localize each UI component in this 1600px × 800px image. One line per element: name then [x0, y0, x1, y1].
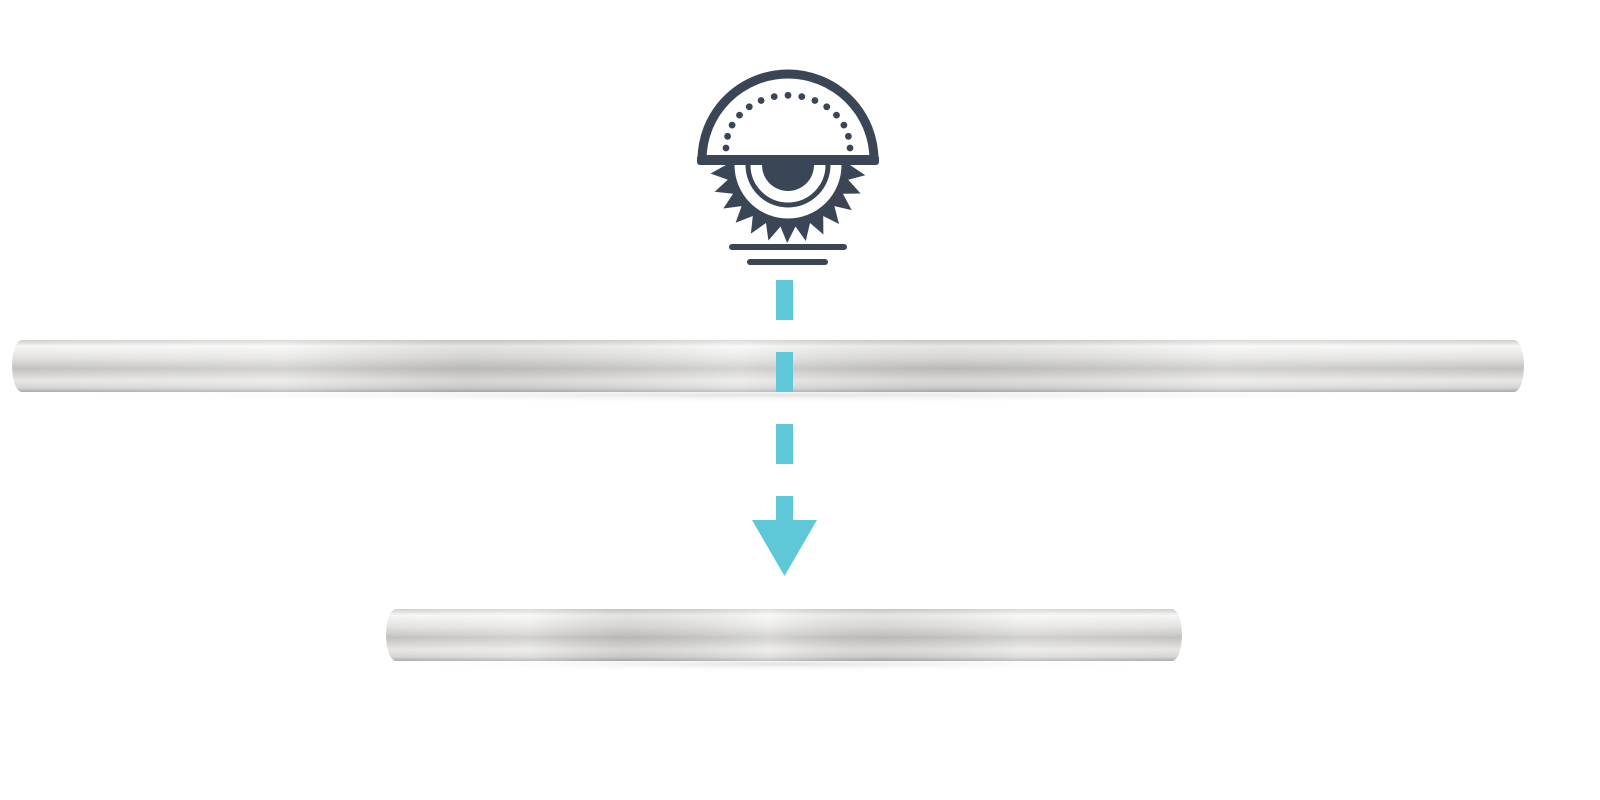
arrow-dash	[776, 280, 793, 320]
saw-guard-dot	[722, 144, 730, 152]
saw-guard-dot	[770, 93, 778, 100]
long-rod-sheen	[12, 340, 1524, 392]
short-rod-sheen	[386, 609, 1182, 661]
arrow-head	[752, 520, 817, 576]
arrow-dash	[776, 496, 793, 522]
saw-guard-dot	[846, 144, 854, 152]
saw-table-line	[747, 259, 828, 265]
saw-guard-dot	[784, 91, 792, 99]
saw-guard-dot	[833, 111, 840, 119]
long-rod	[0, 340, 1538, 403]
saw-guard-dot	[728, 121, 736, 129]
circular-saw-icon	[697, 69, 879, 265]
saw-blade-hub	[762, 165, 814, 191]
saw-guard-dot	[845, 132, 852, 140]
saw-guard-dot	[724, 132, 731, 140]
saw-guard-dot	[823, 103, 831, 111]
arrow-dash	[776, 352, 793, 392]
down-arrow-icon	[752, 280, 817, 576]
arrow-dash	[776, 424, 793, 464]
short-rod	[374, 609, 1194, 672]
saw-guard-dots	[722, 91, 854, 152]
saw-guard-dot	[736, 111, 743, 119]
saw-guard-dot	[798, 93, 806, 100]
saw-guard	[697, 69, 879, 165]
saw-guard-dot	[840, 121, 848, 129]
saw-guard-dot	[745, 103, 753, 111]
saw-guard-base	[697, 155, 879, 165]
saw-table-line	[729, 244, 847, 250]
saw-guard-dot	[757, 97, 765, 104]
saw-guard-dot	[811, 97, 819, 104]
